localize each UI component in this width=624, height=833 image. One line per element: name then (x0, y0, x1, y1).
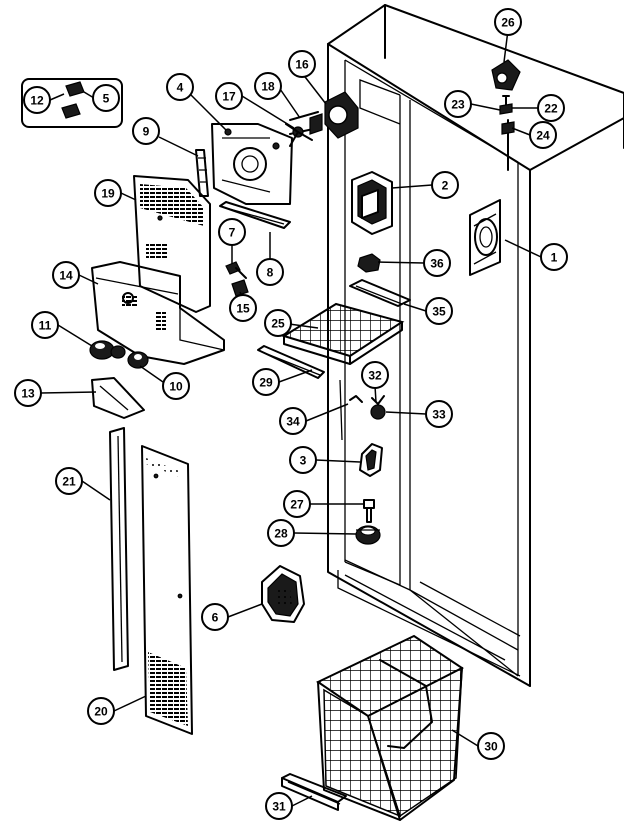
svg-text:25: 25 (271, 317, 285, 331)
svg-text:15: 15 (236, 302, 250, 316)
svg-text:19: 19 (101, 187, 115, 201)
callout-31: 31 (265, 792, 293, 820)
callout-29: 29 (252, 368, 280, 396)
control-housing (91, 261, 225, 365)
door-stop-cam (359, 443, 383, 477)
evaporator-cover (133, 175, 211, 313)
callout-34: 34 (279, 407, 307, 435)
bracket-rail (219, 201, 291, 229)
callout-6: 6 (201, 603, 229, 631)
svg-text:32: 32 (368, 369, 382, 383)
shelf-support-rail (349, 279, 411, 307)
svg-text:7: 7 (229, 226, 236, 240)
svg-text:2: 2 (442, 179, 449, 193)
callout-9: 9 (132, 117, 160, 145)
callout-16: 16 (288, 50, 316, 78)
fan-bracket (211, 123, 293, 205)
callout-4: 4 (166, 73, 194, 101)
light-cover (261, 565, 305, 623)
callout-15: 15 (229, 294, 257, 322)
callout-11: 11 (31, 311, 59, 339)
mounting-bracket (351, 171, 393, 235)
svg-text:8: 8 (267, 266, 274, 280)
hardware-kit-box (21, 78, 123, 128)
svg-text:18: 18 (261, 80, 275, 94)
svg-text:29: 29 (259, 376, 273, 390)
callout-25: 25 (264, 309, 292, 337)
svg-text:13: 13 (21, 387, 35, 401)
fan-motor-assembly (285, 91, 359, 147)
callout-17: 17 (215, 82, 243, 110)
svg-text:16: 16 (295, 58, 309, 72)
svg-text:4: 4 (177, 81, 184, 95)
svg-text:10: 10 (169, 380, 183, 394)
svg-text:17: 17 (222, 90, 236, 104)
cover-plate (91, 377, 145, 419)
drain-fitting (355, 525, 381, 545)
svg-text:9: 9 (143, 125, 150, 139)
callout-1: 1 (540, 243, 568, 271)
callout-24: 24 (529, 121, 557, 149)
callout-23: 23 (444, 90, 472, 118)
small-hardware (225, 261, 249, 297)
svg-text:23: 23 (451, 98, 465, 112)
callout-12: 12 (23, 86, 51, 114)
gasket-strip (195, 149, 209, 197)
svg-text:12: 12 (30, 94, 44, 108)
svg-text:11: 11 (39, 319, 52, 333)
svg-text:34: 34 (286, 415, 300, 429)
svg-text:26: 26 (501, 16, 515, 30)
callout-36: 36 (423, 249, 451, 277)
freezer-cabinet (327, 4, 624, 687)
svg-text:36: 36 (430, 257, 444, 271)
svg-text:14: 14 (59, 269, 73, 283)
callout-18: 18 (254, 72, 282, 100)
callout-10: 10 (162, 372, 190, 400)
svg-text:5: 5 (103, 92, 110, 106)
callout-21: 21 (55, 467, 83, 495)
svg-text:33: 33 (432, 408, 446, 422)
callout-33: 33 (425, 400, 453, 428)
svg-text:35: 35 (432, 305, 446, 319)
rear-access-panel (141, 445, 193, 735)
svg-text:3: 3 (300, 454, 307, 468)
callout-26: 26 (494, 8, 522, 36)
callout-2: 2 (431, 171, 459, 199)
callout-13: 13 (14, 379, 42, 407)
svg-text:20: 20 (94, 705, 108, 719)
wire-shelf (281, 302, 405, 365)
callout-28: 28 (267, 519, 295, 547)
air-duct-grille (469, 199, 501, 276)
svg-text:30: 30 (484, 740, 498, 754)
svg-text:1: 1 (551, 251, 558, 265)
svg-text:31: 31 (272, 800, 286, 814)
screw (363, 499, 375, 523)
callout-30: 30 (477, 732, 505, 760)
callout-27: 27 (283, 490, 311, 518)
wire-basket (316, 634, 464, 821)
callout-5: 5 (92, 84, 120, 112)
svg-text:24: 24 (536, 129, 550, 143)
svg-text:21: 21 (62, 475, 76, 489)
callout-19: 19 (94, 179, 122, 207)
callout-3: 3 (289, 446, 317, 474)
svg-text:6: 6 (212, 611, 219, 625)
callout-14: 14 (52, 261, 80, 289)
callout-7: 7 (218, 218, 246, 246)
side-trim-strip (109, 427, 129, 671)
thermostat (357, 253, 381, 273)
light-socket-components (339, 379, 386, 441)
water-fill-components (491, 59, 521, 171)
svg-text:27: 27 (290, 498, 304, 512)
callout-8: 8 (256, 258, 284, 286)
svg-text:22: 22 (544, 102, 558, 116)
basket-front-trim (281, 773, 347, 811)
callout-20: 20 (87, 697, 115, 725)
svg-text:28: 28 (274, 527, 288, 541)
callout-22: 22 (537, 94, 565, 122)
control-knobs (89, 340, 149, 369)
callout-35: 35 (425, 297, 453, 325)
callout-32: 32 (361, 361, 389, 389)
